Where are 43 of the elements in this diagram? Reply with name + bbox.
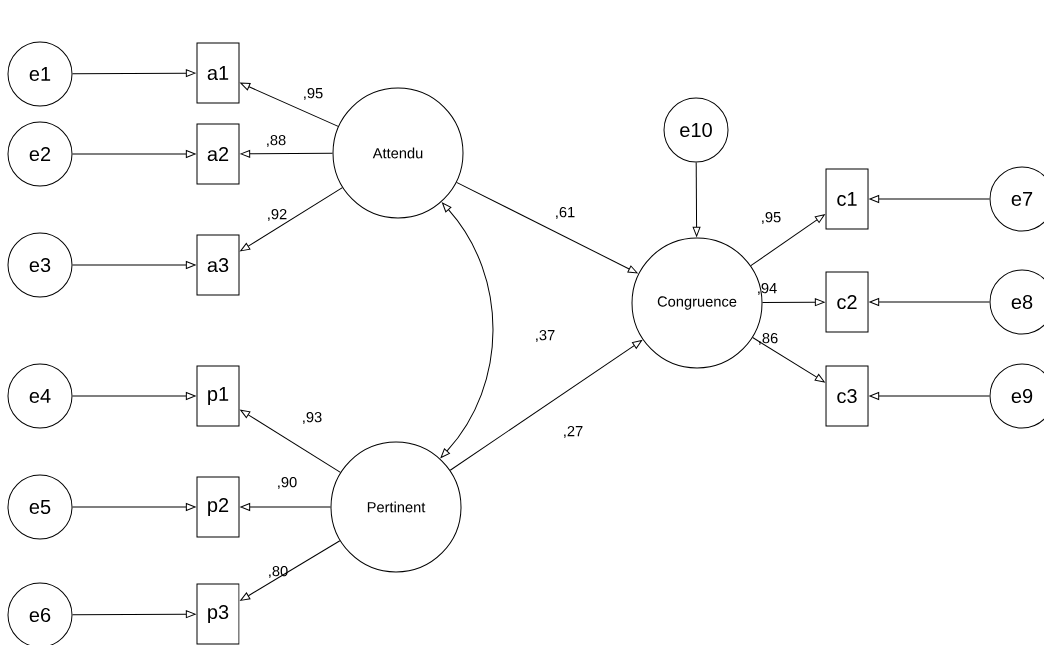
indicator-box: c3	[825, 365, 869, 427]
arrow	[240, 540, 341, 601]
arrow	[240, 187, 343, 252]
indicator-box: a2	[196, 123, 240, 185]
arrow	[72, 392, 196, 400]
arrow	[440, 202, 494, 459]
arrow	[240, 409, 341, 473]
indicator-box: p1	[196, 365, 240, 427]
arrow	[72, 503, 196, 511]
arrow	[869, 392, 990, 400]
indicator-box: p3	[196, 583, 240, 645]
edge-label: ,95	[304, 87, 323, 101]
indicator-box: p2	[196, 476, 240, 538]
arrow	[762, 298, 825, 307]
edge-label: ,27	[564, 425, 583, 439]
arrow	[456, 181, 638, 274]
indicator-box: a1	[196, 42, 240, 104]
arrow	[692, 162, 701, 237]
arrow	[869, 298, 990, 306]
indicator-box: c1	[825, 168, 869, 230]
arrow	[752, 337, 825, 383]
edge-label: ,93	[303, 411, 322, 425]
arrow	[72, 69, 196, 78]
edge-label: ,90	[278, 476, 297, 490]
edge-label: ,94	[758, 282, 777, 296]
edge-label: ,88	[267, 134, 286, 148]
arrow	[240, 503, 331, 511]
edge-label: ,86	[759, 332, 778, 346]
edge-label: ,92	[268, 208, 287, 222]
edge-label: ,95	[762, 211, 781, 225]
edge-label: ,80	[269, 565, 288, 579]
arrow	[750, 214, 825, 267]
arrow	[449, 340, 643, 471]
arrow	[72, 261, 196, 269]
arrow	[72, 610, 196, 619]
arrow	[72, 150, 196, 158]
indicator-box: c2	[825, 271, 869, 333]
arrow	[240, 82, 339, 127]
edge-label: ,37	[536, 329, 555, 343]
edge-label: ,61	[556, 206, 575, 220]
indicator-box: a3	[196, 234, 240, 296]
arrow	[869, 195, 990, 203]
arrow	[240, 149, 333, 158]
